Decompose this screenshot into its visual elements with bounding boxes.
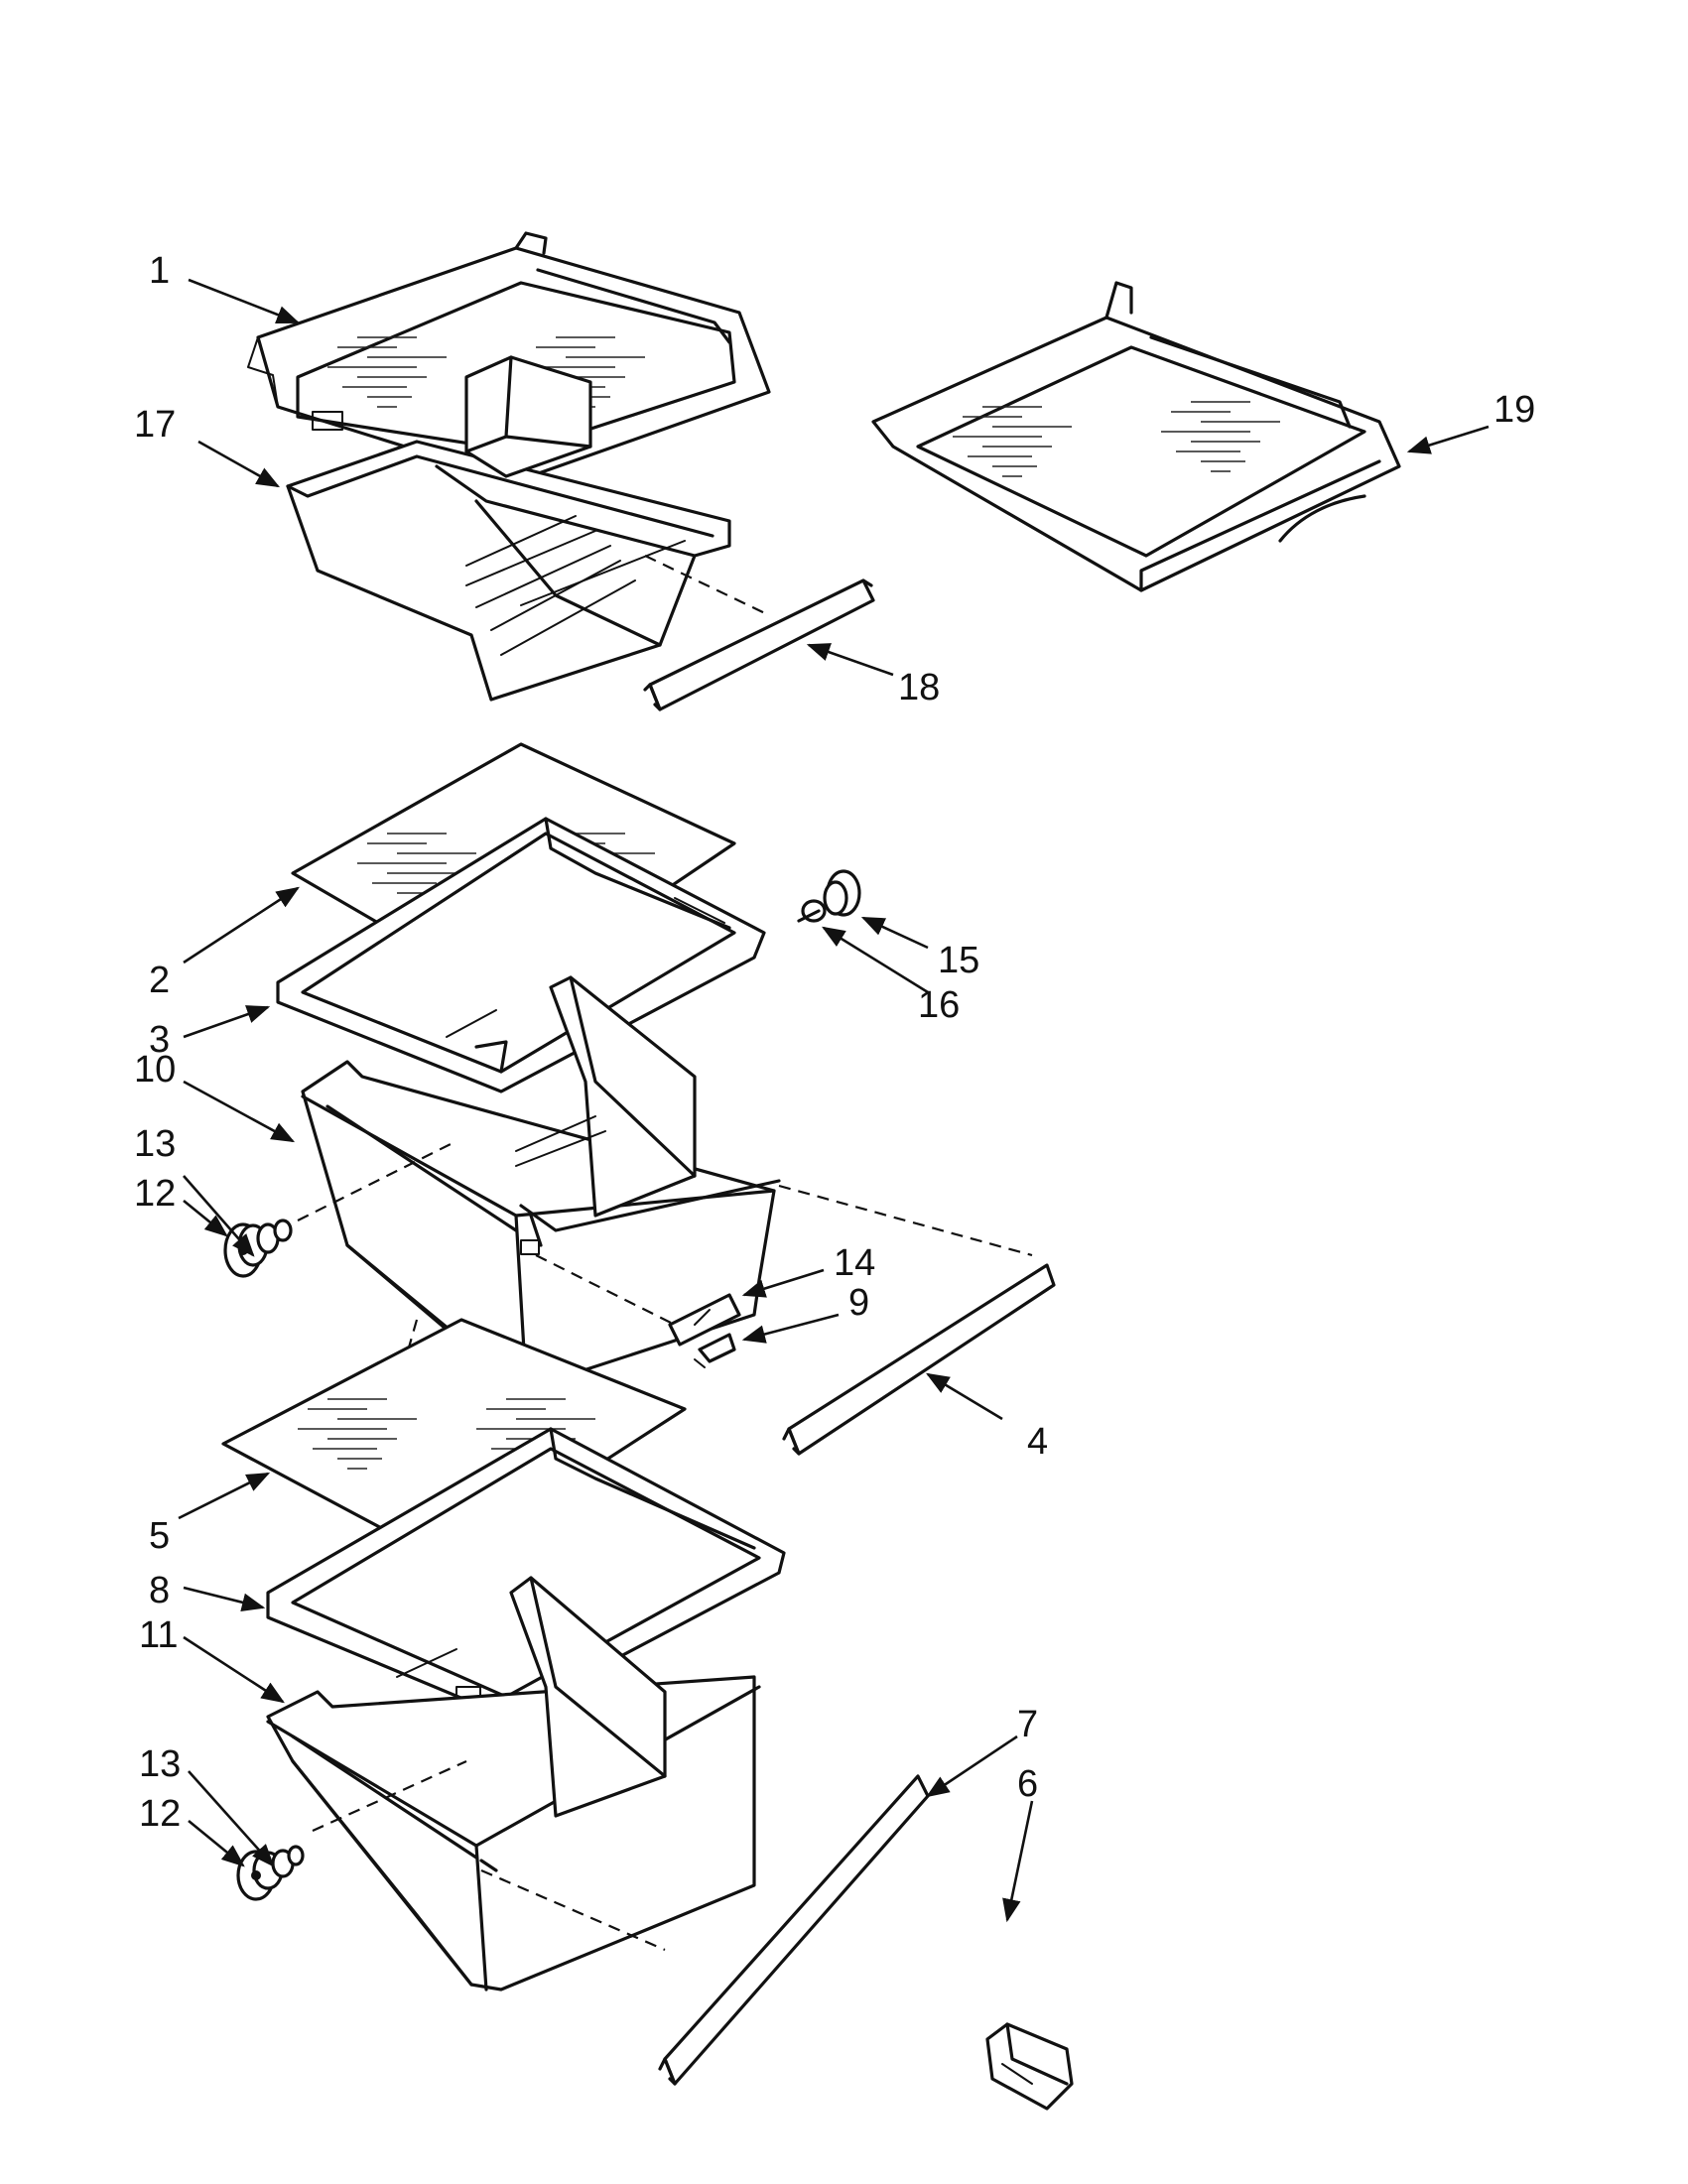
leader-19 <box>1406 425 1490 454</box>
glass-panel-part-5 <box>221 1318 687 1565</box>
rail-part-4 <box>782 1263 1056 1456</box>
callout-labels: 1 17 18 19 2 3 10 13 12 15 16 14 9 4 5 8… <box>134 250 1535 1835</box>
bracket-part-6 <box>985 2022 1074 2111</box>
leader-8 <box>183 1586 266 1611</box>
callout-18: 18 <box>898 667 940 708</box>
leader-12b <box>188 1819 245 1867</box>
callout-9: 9 <box>848 1282 869 1324</box>
leader-10 <box>183 1080 296 1143</box>
callout-12b: 12 <box>139 1793 181 1835</box>
callout-4: 4 <box>1027 1421 1048 1463</box>
screw-part-16 <box>797 899 827 923</box>
leader-1 <box>188 278 301 324</box>
callout-12a: 12 <box>134 1173 176 1215</box>
callout-10: 10 <box>134 1049 176 1091</box>
callout-15: 15 <box>938 940 979 981</box>
callout-8: 8 <box>149 1570 170 1611</box>
leader-4 <box>925 1372 1003 1421</box>
callout-16: 16 <box>918 984 960 1026</box>
callout-13a: 13 <box>134 1123 176 1165</box>
leader-3 <box>183 1005 271 1039</box>
callout-6: 6 <box>1017 1763 1038 1805</box>
leader-lines <box>178 278 1490 1923</box>
wheel-part-15 <box>823 869 861 917</box>
leader-2 <box>183 886 300 964</box>
pan-part-17 <box>286 355 731 702</box>
callout-14: 14 <box>834 1242 875 1284</box>
callout-13b: 13 <box>139 1743 181 1785</box>
leader-15 <box>860 916 929 950</box>
leader-17 <box>197 440 281 488</box>
crisper-drawer-part-11 <box>266 1576 761 1991</box>
leader-12a <box>183 1199 228 1237</box>
slider-part-14 <box>668 1293 741 1347</box>
callout-17: 17 <box>134 404 176 446</box>
cover-frame-part-3 <box>276 817 766 1093</box>
leader-11 <box>183 1635 285 1704</box>
leader-13a <box>183 1175 255 1257</box>
callout-1: 1 <box>149 250 170 292</box>
leader-18 <box>806 643 894 677</box>
callout-3: 3 <box>149 1019 170 1061</box>
glass-shelf-part-19 <box>871 281 1401 592</box>
leader-5 <box>178 1472 271 1520</box>
callout-5: 5 <box>149 1515 170 1557</box>
callout-11: 11 <box>139 1614 178 1656</box>
wheel-assembly-lower <box>236 1845 305 1901</box>
crisper-drawer-part-10 <box>297 975 1033 1390</box>
leader-13b <box>188 1770 275 1867</box>
callout-19: 19 <box>1493 389 1535 431</box>
leader-16 <box>822 926 929 994</box>
rail-part-18 <box>643 555 875 711</box>
leader-7 <box>926 1734 1018 1798</box>
clip-part-9 <box>694 1333 736 1368</box>
leader-9 <box>741 1313 840 1344</box>
leader-6 <box>1002 1800 1034 1923</box>
wheel-assembly-upper <box>223 1219 293 1278</box>
leader-14 <box>741 1268 825 1298</box>
cover-frame-part-8 <box>266 1427 786 1719</box>
callout-2: 2 <box>149 960 170 1001</box>
callout-7: 7 <box>1017 1704 1038 1745</box>
